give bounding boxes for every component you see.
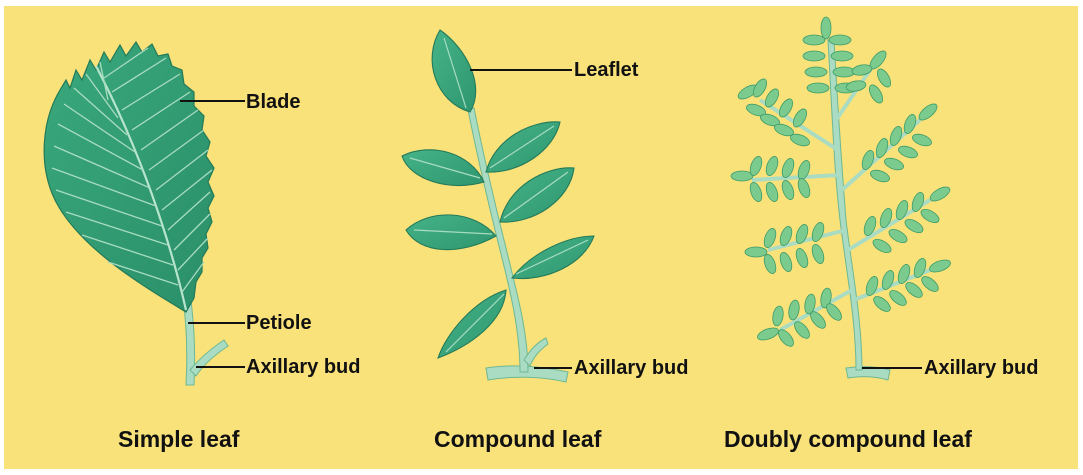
simple-leaf-blade (44, 42, 214, 312)
simple-axillary-bud-label: Axillary bud (246, 357, 360, 377)
blade-label: Blade (246, 92, 300, 112)
doubly-axillary-bud-label: Axillary bud (924, 358, 1038, 378)
simple-leaf-caption: Simple leaf (118, 428, 239, 451)
compound-leaf-caption: Compound leaf (434, 428, 601, 451)
leaflet-label: Leaflet (574, 60, 638, 80)
leaflet-left-3 (438, 290, 506, 358)
simple-leaf-axillary-bud (190, 340, 228, 376)
doubly-compound-leaf-caption: Doubly compound leaf (724, 428, 972, 451)
petiole-label: Petiole (246, 313, 312, 333)
compound-leaf-leaflets (402, 30, 594, 358)
doubly-compound-leaf (731, 17, 952, 380)
compound-axillary-bud-label: Axillary bud (574, 358, 688, 378)
compound-leaf (402, 30, 594, 382)
simple-leaf (44, 42, 245, 385)
